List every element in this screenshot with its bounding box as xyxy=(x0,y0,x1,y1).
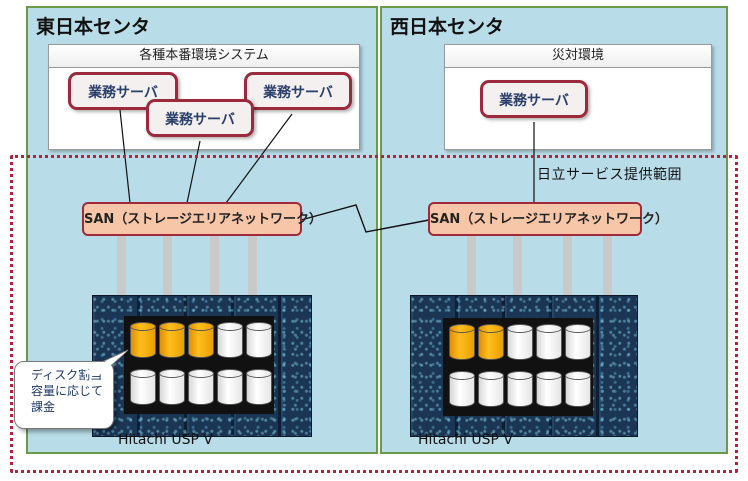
east-server-2: 業務サーバ xyxy=(146,99,254,137)
cable xyxy=(467,236,476,298)
disk xyxy=(536,371,562,407)
cable xyxy=(163,236,172,298)
disk xyxy=(217,322,243,358)
cable xyxy=(513,236,522,298)
disk xyxy=(507,371,533,407)
cable xyxy=(117,236,126,298)
allocated-disk xyxy=(159,322,185,358)
allocated-disk xyxy=(130,322,156,358)
disk xyxy=(130,369,156,405)
inter-site-link xyxy=(300,204,430,233)
allocated-disk xyxy=(449,324,475,360)
disk xyxy=(565,371,591,407)
west-server-1: 業務サーバ xyxy=(480,80,588,118)
service-scope-boundary xyxy=(10,155,738,473)
disk xyxy=(565,324,591,360)
allocated-disk xyxy=(478,324,504,360)
disk xyxy=(188,369,214,405)
east-server-1: 業務サーバ xyxy=(68,72,178,110)
cable xyxy=(603,236,612,298)
west-san: SAN（ストレージエリアネットワーク） xyxy=(428,202,668,236)
east-server-3: 業務サーバ xyxy=(244,72,352,110)
disk xyxy=(478,371,504,407)
disk xyxy=(536,324,562,360)
east-system-box-label: 各種本番環境システム xyxy=(49,45,359,68)
billing-callout: ディスク割当 容量に応じて 課金 xyxy=(14,361,114,429)
west-system-box-label: 災対環境 xyxy=(445,45,711,68)
east-san: SAN（ストレージエリアネットワーク） xyxy=(82,202,322,236)
east-storage-label: Hitachi USP V xyxy=(118,432,213,448)
line-server3-san xyxy=(225,113,293,204)
west-storage-label: Hitachi USP V xyxy=(418,432,513,448)
callout-line-1: ディスク割当 xyxy=(31,368,103,382)
disk xyxy=(217,369,243,405)
line-server2-san xyxy=(186,140,201,204)
service-scope-label: 日立サービス提供範囲 xyxy=(537,167,682,183)
disk xyxy=(246,322,272,358)
cable xyxy=(563,236,572,298)
cable xyxy=(210,236,219,298)
callout-line-3: 課金 xyxy=(31,400,56,414)
disk xyxy=(507,324,533,360)
east-center-title: 東日本センタ xyxy=(36,16,151,38)
cable xyxy=(248,236,257,298)
west-center-title: 西日本センタ xyxy=(390,16,505,38)
callout-line-2: 容量に応じて xyxy=(31,384,104,398)
disk xyxy=(449,371,475,407)
disk xyxy=(159,369,185,405)
allocated-disk xyxy=(188,322,214,358)
disk xyxy=(246,369,272,405)
